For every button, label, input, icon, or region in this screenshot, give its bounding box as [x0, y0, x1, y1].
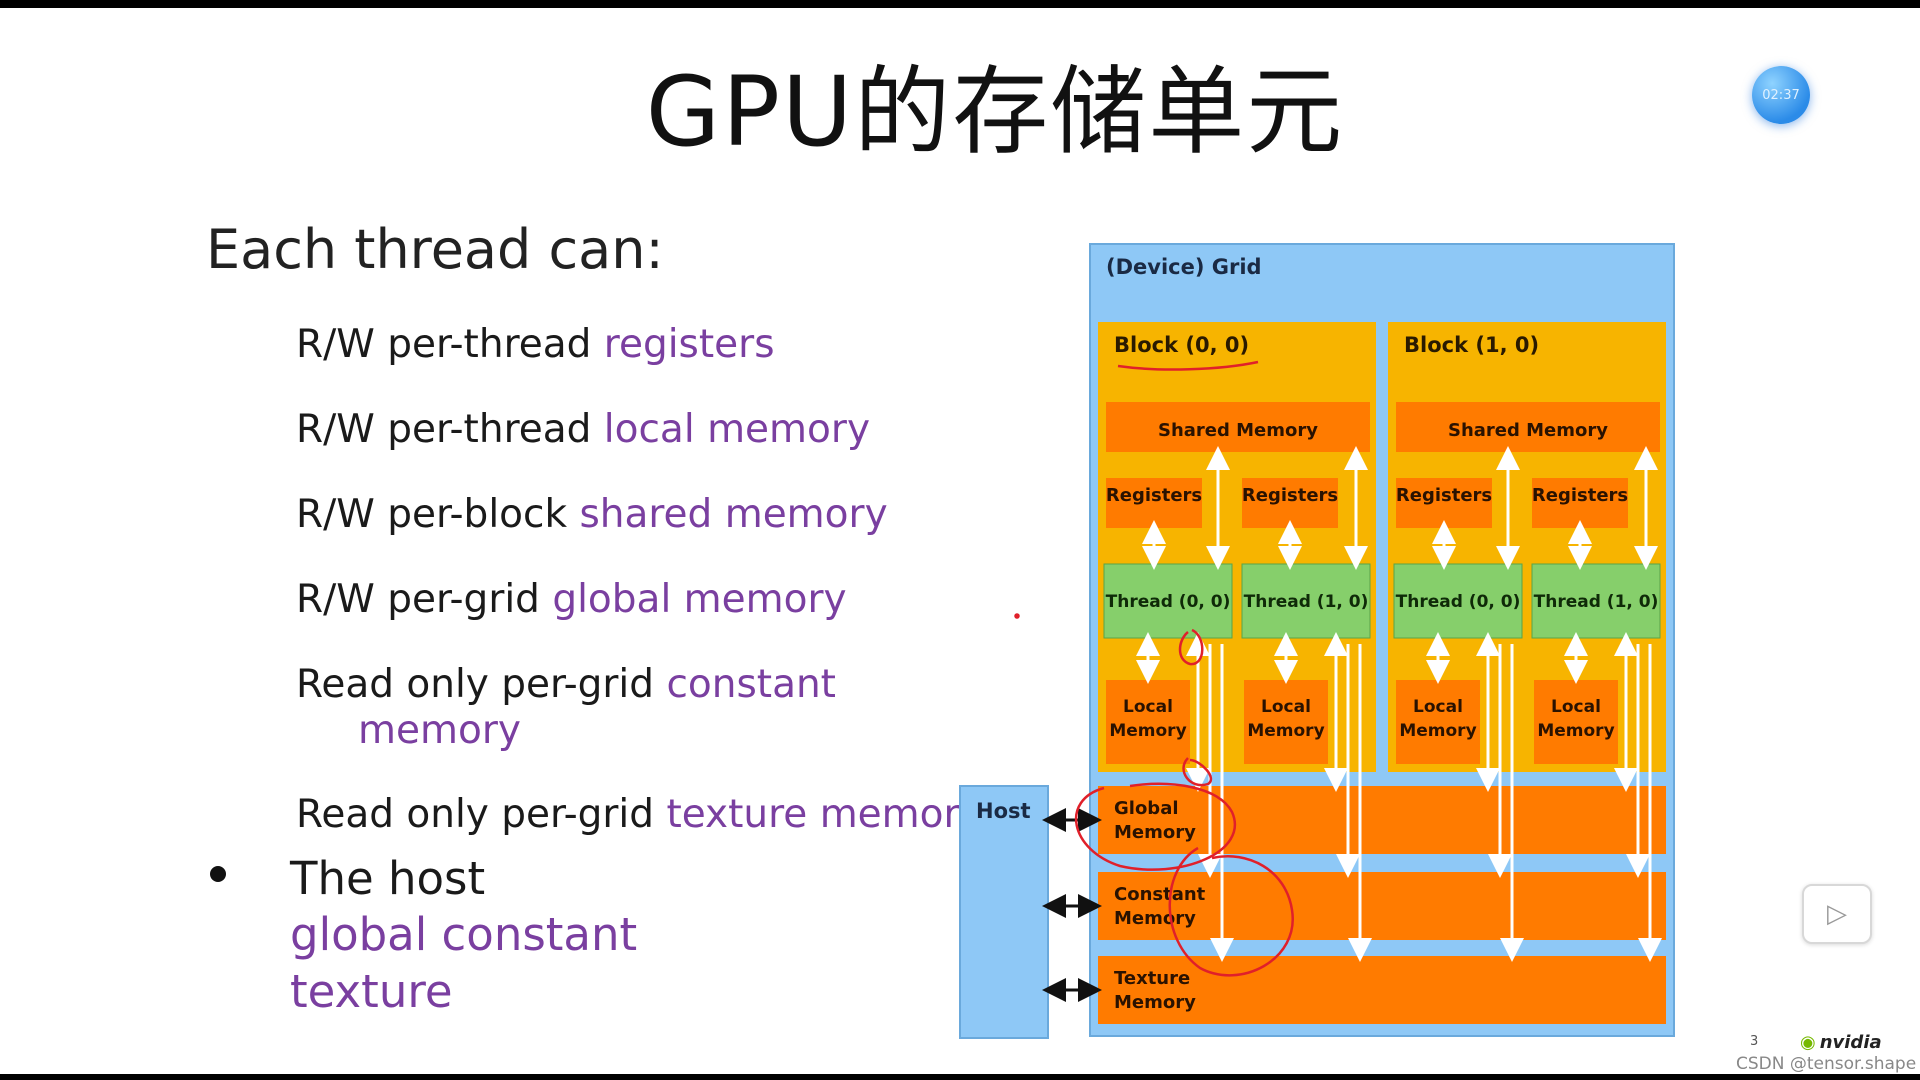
page-number: 3: [1750, 1034, 1759, 1049]
svg-text:Memory: Memory: [1247, 721, 1324, 741]
bullet-dot: [210, 866, 226, 882]
capability-highlight: texture memory: [666, 792, 983, 837]
capability-prefix: Read only per-grid: [296, 662, 667, 707]
thread-label: Thread (0, 0): [1106, 592, 1231, 612]
play-icon: ▷: [1827, 899, 1847, 929]
thread-label: Thread (0, 0): [1396, 592, 1521, 612]
capability-highlight: constant: [666, 662, 836, 707]
svg-text:Local: Local: [1261, 697, 1311, 717]
register-label: Registers: [1396, 485, 1492, 506]
global-memory-line2: Memory: [1114, 822, 1196, 843]
host-bullet-text: The host: [290, 852, 486, 905]
host-arrows: [1042, 808, 1102, 1002]
capability-highlight: shared memory: [579, 492, 888, 537]
brand-text: nvidia: [1819, 1032, 1882, 1053]
capability-line-registers: R/W per-thread registers: [296, 322, 775, 367]
block-1-label: Block (1, 0): [1404, 333, 1539, 357]
capability-line-constant-memory: Read only per-grid constant: [296, 662, 836, 707]
capability-highlight: local memory: [603, 407, 871, 452]
red-annotations: [1014, 360, 1294, 977]
timer-text: 02:37: [1762, 87, 1800, 103]
register-label: Registers: [1106, 485, 1202, 506]
shared-memory-0: [1106, 402, 1370, 452]
slide-title: GPU的存储单元: [645, 56, 1345, 168]
texture-memory: [1098, 956, 1666, 1024]
capability-prefix: R/W per-thread: [296, 322, 604, 367]
slide: GPU的存储单元 02:37 Each thread can: R/W per-…: [0, 8, 1920, 1074]
local-memory-group: Local Memory Local Memory Local Memory L…: [1106, 680, 1618, 764]
global-memory-line1: Global: [1114, 798, 1179, 819]
thread-label: Thread (1, 0): [1534, 592, 1659, 612]
capability-line-local-memory: R/W per-thread local memory: [296, 407, 870, 452]
capability-continuation: memory: [358, 708, 521, 753]
shared-memory-1: [1396, 402, 1660, 452]
constant-memory-line1: Constant: [1114, 884, 1206, 905]
capability-prefix: R/W per-block: [296, 492, 580, 537]
credit-watermark: CSDN @tensor.shape: [1736, 1054, 1917, 1074]
capability-prefix: R/W per-grid: [296, 577, 553, 622]
svg-text:Memory: Memory: [1399, 721, 1476, 741]
texture-memory-line1: Texture: [1114, 968, 1190, 989]
texture-memory-line2: Memory: [1114, 992, 1196, 1013]
nvidia-logo-icon: ◉nvidia: [1800, 1032, 1882, 1053]
capability-line-texture-memory: Read only per-grid texture memory: [296, 792, 983, 837]
play-button[interactable]: ▷: [1802, 884, 1872, 944]
constant-memory-line2: Memory: [1114, 908, 1196, 929]
grid-label: (Device) Grid: [1106, 255, 1262, 279]
register-label: Registers: [1532, 485, 1628, 506]
capability-highlight: global memory: [552, 577, 847, 622]
host-terms-line2: texture: [290, 965, 453, 1018]
capability-prefix: Read only per-grid: [296, 792, 667, 837]
capability-line-shared-memory: R/W per-block shared memory: [296, 492, 888, 537]
global-memory: [1098, 786, 1666, 854]
capability-highlight: registers: [603, 322, 775, 367]
svg-text:Local: Local: [1551, 697, 1601, 717]
host-terms-line1: global constant: [290, 908, 638, 961]
thread-label: Thread (1, 0): [1244, 592, 1369, 612]
shared-memory-0-label: Shared Memory: [1158, 420, 1318, 441]
data-flow-arrows: [1136, 446, 1662, 962]
memory-hierarchy-diagram: (Device) Grid Host Block (0, 0) Block (1…: [959, 243, 1675, 1039]
timer-badge-icon[interactable]: 02:37: [1752, 66, 1810, 124]
host-box: [959, 785, 1049, 1039]
capability-line-global-memory: R/W per-grid global memory: [296, 577, 847, 622]
host-label: Host: [976, 799, 1031, 823]
svg-text:Local: Local: [1413, 697, 1463, 717]
threads-group: Thread (0, 0) Thread (1, 0) Thread (0, 0…: [1103, 563, 1661, 639]
register-label: Registers: [1242, 485, 1338, 506]
svg-text:Memory: Memory: [1537, 721, 1614, 741]
capability-prefix: R/W per-thread: [296, 407, 604, 452]
svg-text:Memory: Memory: [1109, 721, 1186, 741]
registers-group: Registers Registers Registers Registers: [1106, 478, 1628, 528]
block-0-label: Block (0, 0): [1114, 333, 1249, 357]
capabilities-heading: Each thread can:: [206, 218, 664, 281]
svg-text:Local: Local: [1123, 697, 1173, 717]
shared-memory-1-label: Shared Memory: [1448, 420, 1608, 441]
constant-memory: [1098, 872, 1666, 940]
